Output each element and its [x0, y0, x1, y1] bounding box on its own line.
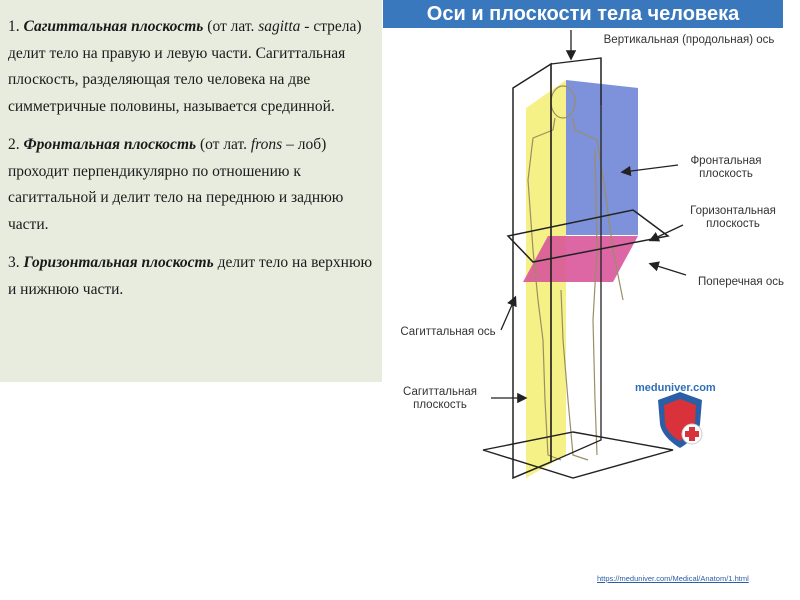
brand-text: meduniver.com	[635, 382, 716, 394]
frontal-plane-frame	[550, 57, 602, 463]
label-vertical-axis: Вертикальная (продольная) ось	[603, 34, 775, 46]
sagittal-axis-arrow	[500, 295, 517, 331]
p1-latin: sagitta	[258, 18, 301, 35]
p2-latin: frons	[250, 136, 283, 153]
p1-rest: - стрела) делит тело на правую и левую ч…	[8, 18, 362, 115]
p2-pre-lat: (от лат.	[196, 136, 251, 153]
paragraph-sagittal: 1. Сагиттальная плоскость (от лат. sagit…	[8, 14, 374, 120]
figure-title: Оси и плоскости тела человека	[383, 0, 783, 28]
p1-pre-lat: (от лат.	[203, 18, 259, 35]
shield-logo	[658, 392, 703, 448]
label-sagittal-plane: Сагиттальная плоскость	[403, 386, 477, 411]
horizontal-plane-arrow	[648, 224, 684, 242]
p3-rest: делит тело на верхнюю и нижнюю части.	[8, 254, 373, 298]
label-frontal-plane: Фронтальная плоскость	[690, 155, 762, 180]
base-plane-frame	[482, 431, 674, 479]
p3-term: Горизонтальная плоскость	[23, 254, 214, 271]
label-horizontal-plane: Горизонтальная плоскость	[690, 205, 776, 230]
p1-term: Сагиттальная плоскость	[23, 18, 204, 35]
p1-num: 1.	[8, 18, 24, 35]
source-link[interactable]: https://meduniver.com/Medical/Anatom/1.h…	[597, 574, 749, 583]
frontal-plane-fill	[566, 80, 638, 235]
horizontal-plane-frame	[506, 209, 670, 263]
p2-rest: – лоб) проходит перпендикулярно по отнош…	[8, 136, 344, 233]
paragraph-horizontal: 3. Горизонтальная плоскость делит тело н…	[8, 250, 374, 303]
transverse-axis-arrow	[648, 261, 687, 276]
text-panel: 1. Сагиттальная плоскость (от лат. sagit…	[0, 0, 382, 382]
paragraph-frontal: 2. Фронтальная плоскость (от лат. frons …	[8, 132, 374, 238]
label-transverse-axis: Поперечная ось	[698, 276, 784, 288]
label-sagittal-axis: Сагиттальная ось	[400, 326, 496, 338]
planes-diagram	[482, 30, 703, 480]
p2-num: 2.	[8, 136, 24, 153]
anatomy-figure: Оси и плоскости тела человека Вертикальн…	[383, 0, 800, 480]
frontal-plane-arrow	[620, 164, 679, 177]
p3-num: 3.	[8, 254, 24, 271]
p2-term: Фронтальная плоскость	[23, 136, 197, 153]
